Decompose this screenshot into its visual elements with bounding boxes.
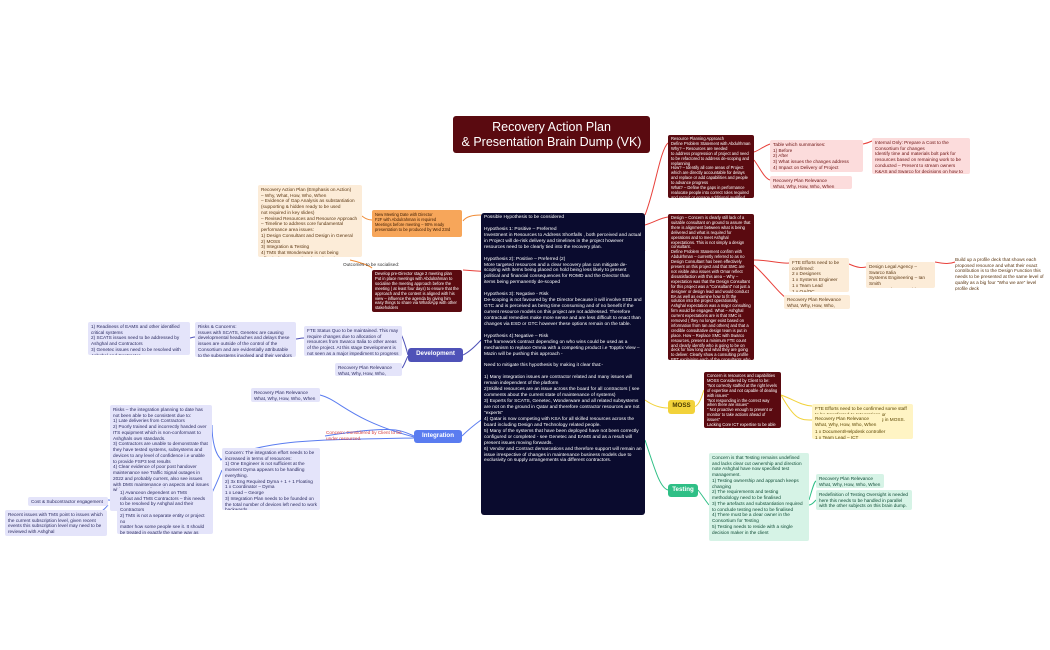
legal-agency-node[interactable]: Design Legal Agency – Swarco Italia Syst… xyxy=(866,262,935,288)
map-title: Recovery Action Plan & Presentation Brai… xyxy=(453,116,650,153)
int-concern-red: Concern: Considered by Client to be unde… xyxy=(326,430,402,441)
int-avanceon-node[interactable]: 1) Avanceon dependent on TMS rollout and… xyxy=(117,488,213,534)
connector-integration xyxy=(461,419,482,437)
outcomes-label: Outcomes to be socialised: xyxy=(343,262,400,267)
connector-design xyxy=(644,216,669,226)
internal-only-node[interactable]: Internal Only: Prepare a Cost to the Con… xyxy=(872,138,970,174)
resource-planning-node[interactable]: Resource Planning Approach Define Proble… xyxy=(668,135,754,198)
relevance-top-node[interactable]: Recovery Plan Relevance What, Why, How, … xyxy=(770,176,852,189)
connector-testing xyxy=(644,439,669,491)
connector-moss xyxy=(644,399,669,409)
testing-relevance-node[interactable]: Recovery Plan Relevance What, Why, How, … xyxy=(816,474,884,488)
pre-director-plan-node[interactable]: Develop pre-Director stage 2 meeting pla… xyxy=(372,270,462,312)
int-recent-node[interactable]: Recent issues with TMS point to issues w… xyxy=(5,510,107,536)
build-profile-node[interactable]: Build up a profile deck that shows each … xyxy=(955,257,1044,291)
dev-risks-node[interactable]: Risks & Concerns: Issues with SCATS, Gen… xyxy=(195,322,296,357)
fte-design-node[interactable]: FTE Efforts need to be confirmed: 2 x De… xyxy=(789,258,849,292)
testing-redefinition-node[interactable]: Redefinition of Testing Oversight is nee… xyxy=(816,490,912,510)
moss-concern-node[interactable]: Concern is resources and capabilities MO… xyxy=(704,372,781,428)
connector-development xyxy=(462,339,482,356)
relevance-design-node[interactable]: Recovery Plan Relevance What, Why, How, … xyxy=(784,295,850,309)
connector-orange xyxy=(462,214,482,222)
recovery-plan-node[interactable]: Recovery Action Plan (Emphasis on Action… xyxy=(258,185,362,257)
testing-concern-node[interactable]: Concern is that Testing remains undefine… xyxy=(709,453,809,541)
dev-fte-node[interactable]: FTE Status Quo to be maintained. This ma… xyxy=(304,326,402,356)
connector-resource-planning xyxy=(644,142,669,216)
new-meeting-node[interactable]: New Meeting Date with Director F2F with … xyxy=(372,210,462,237)
development-node[interactable]: Development xyxy=(408,348,463,362)
int-relevance-node[interactable]: Recovery Plan Relevance What, Why, How, … xyxy=(251,388,320,402)
central-hypothesis-node[interactable]: Possible Hypothesis to be considered Hyp… xyxy=(481,213,645,515)
table-summary-node[interactable]: Table which summarises: 1) Before 2) Aft… xyxy=(770,140,863,172)
integration-node[interactable]: Integration xyxy=(414,430,462,443)
dev-readiness-node[interactable]: 1) Readiness of EAMS and other identifie… xyxy=(88,322,190,355)
testing-node[interactable]: Testing xyxy=(668,484,698,497)
design-concern-node[interactable]: Design – Concern is clearly still lack o… xyxy=(668,214,754,360)
moss-relevance-node[interactable]: Recovery Plan Relevance What, Why, How, … xyxy=(812,414,882,427)
int-concern-node[interactable]: Concern: The integration effort needs to… xyxy=(222,448,320,510)
int-cost-node[interactable]: Cost & Subcontractor engagement xyxy=(28,497,108,506)
dev-relevance-node[interactable]: Recovery Plan Relevance What, Why, How, … xyxy=(335,363,402,376)
moss-node[interactable]: MOSS xyxy=(668,400,695,414)
